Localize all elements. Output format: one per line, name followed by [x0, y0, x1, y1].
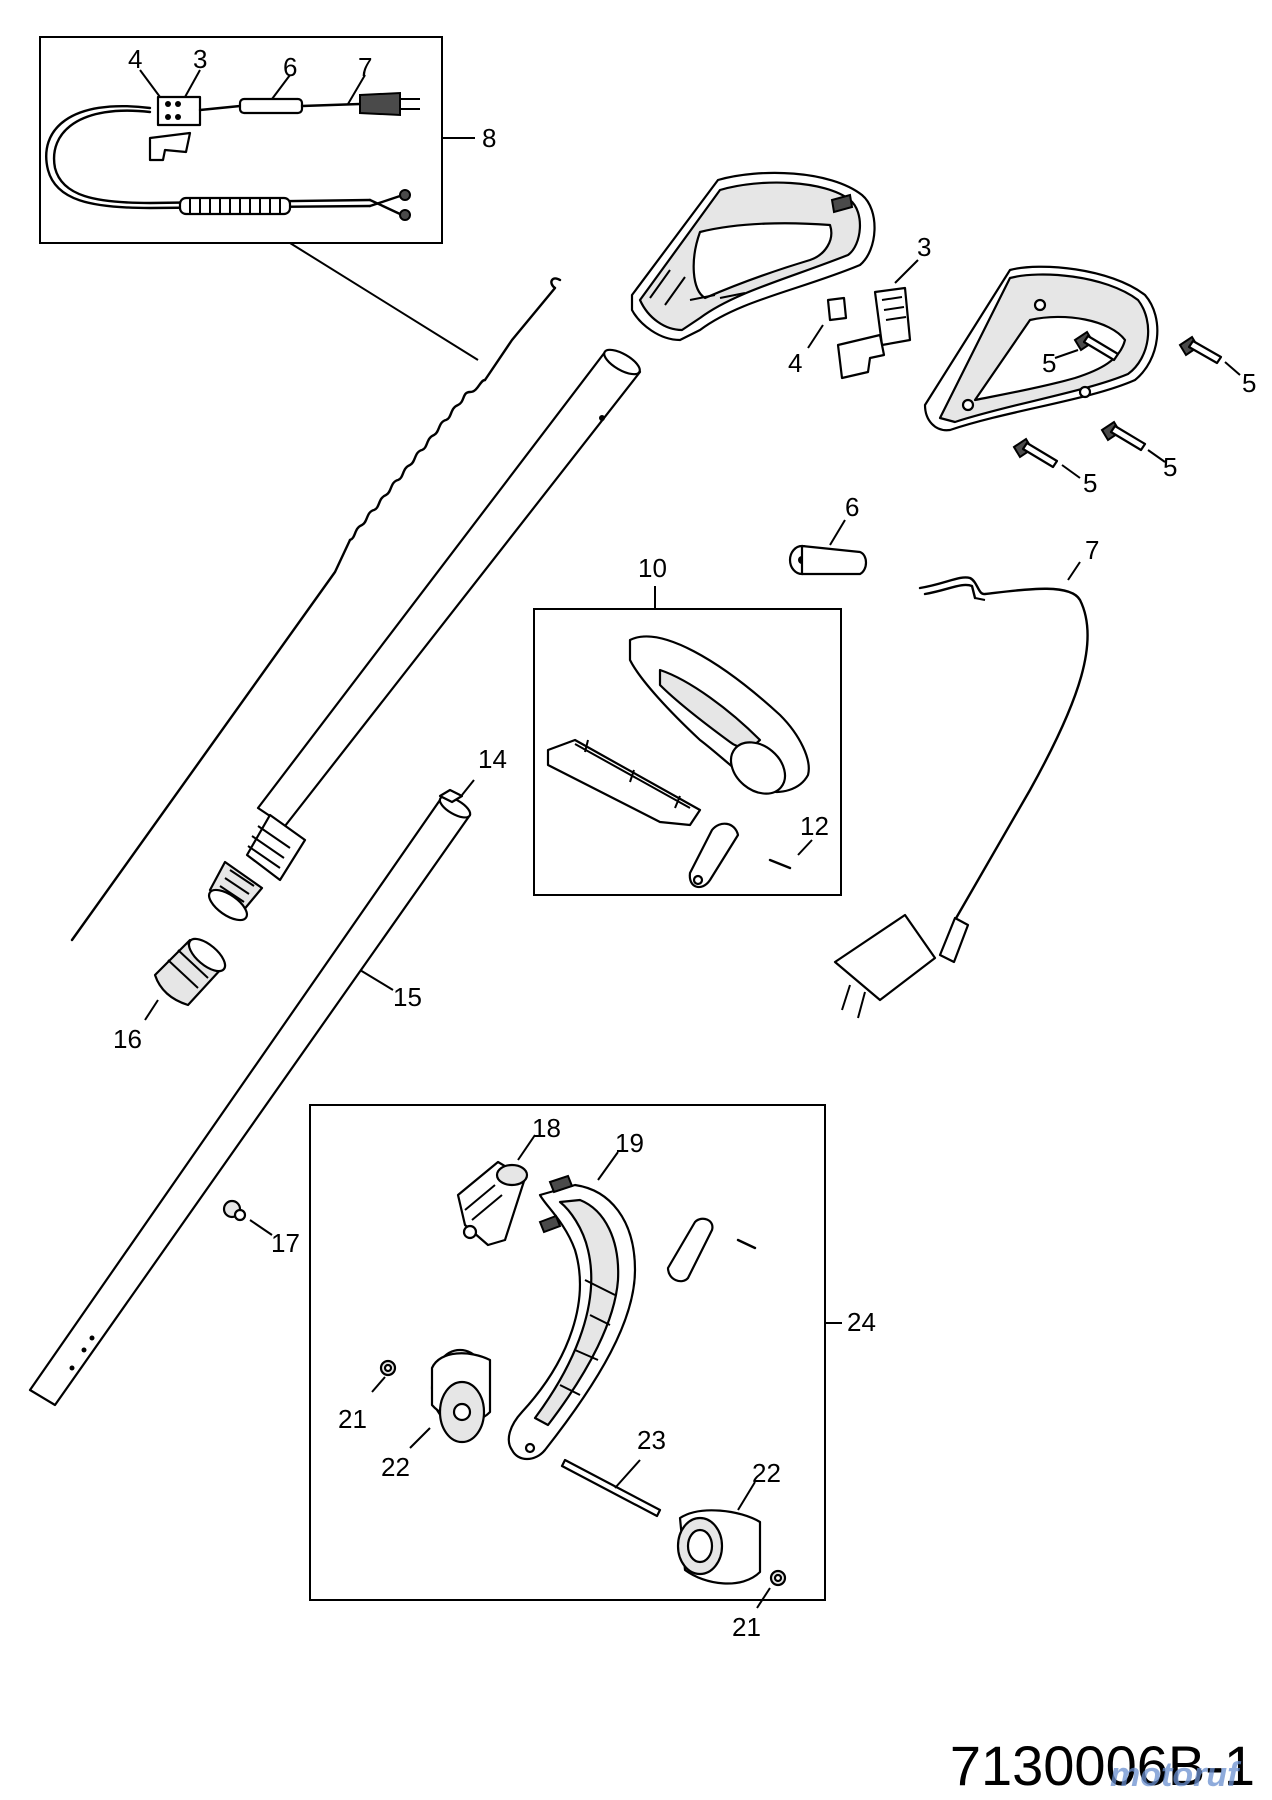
- screw-5-d: [1012, 437, 1081, 479]
- leader-line-8-to-cable: [289, 242, 479, 361]
- label-part-6: 6: [845, 492, 859, 522]
- label-part-10: 10: [638, 553, 667, 583]
- screw-5-c: [1100, 420, 1166, 463]
- label-part-24: 24: [847, 1307, 876, 1337]
- label-part-4: 4: [788, 348, 802, 378]
- watermark-logo: motoruf: [1110, 1756, 1242, 1794]
- label-part-12: 12: [800, 811, 829, 841]
- label-part-14: 14: [478, 744, 507, 774]
- block-4: [807, 296, 848, 349]
- sleeve-6: [788, 519, 868, 576]
- label-part-7-inset: 7: [358, 52, 372, 82]
- label-part-22-b: 22: [752, 1458, 781, 1488]
- label-part-19: 19: [615, 1128, 644, 1158]
- power-cable-7: [833, 561, 1089, 1019]
- label-part-16: 16: [113, 1024, 142, 1054]
- label-part-5-b: 5: [1242, 368, 1256, 398]
- label-part-17: 17: [271, 1228, 300, 1258]
- inset-box-cable-assembly: [39, 36, 475, 244]
- handle-housing-left: [630, 171, 876, 342]
- label-part-21-a: 21: [338, 1404, 367, 1434]
- label-part-5-a: 5: [1042, 348, 1056, 378]
- switch-3: [836, 259, 919, 380]
- knob-16: [144, 937, 227, 1021]
- label-part-7: 7: [1085, 535, 1099, 565]
- label-part-22-a: 22: [381, 1452, 410, 1482]
- label-part-3-inset: 3: [193, 44, 207, 74]
- inset-box-handle-10: [533, 586, 842, 896]
- spiral-wire: [70, 277, 562, 942]
- label-part-23: 23: [637, 1425, 666, 1455]
- label-part-4-inset: 4: [128, 44, 142, 74]
- inset-box-guard-24: [309, 1104, 842, 1609]
- label-part-18: 18: [532, 1113, 561, 1143]
- lower-shaft-15: [28, 779, 475, 1407]
- screw-5-b: [1178, 335, 1241, 376]
- label-part-5-c: 5: [1163, 452, 1177, 482]
- label-part-21-b: 21: [732, 1612, 761, 1642]
- label-part-8: 8: [482, 123, 496, 153]
- label-part-5-d: 5: [1083, 468, 1097, 498]
- upper-shaft-tube: [207, 348, 642, 922]
- label-part-15: 15: [393, 982, 422, 1012]
- label-part-3: 3: [917, 232, 931, 262]
- bolt-17: [222, 1199, 273, 1236]
- label-part-6-inset: 6: [283, 52, 297, 82]
- document-number: 7130006B-1: [950, 1734, 1255, 1797]
- screw-5-a: [1054, 330, 1120, 362]
